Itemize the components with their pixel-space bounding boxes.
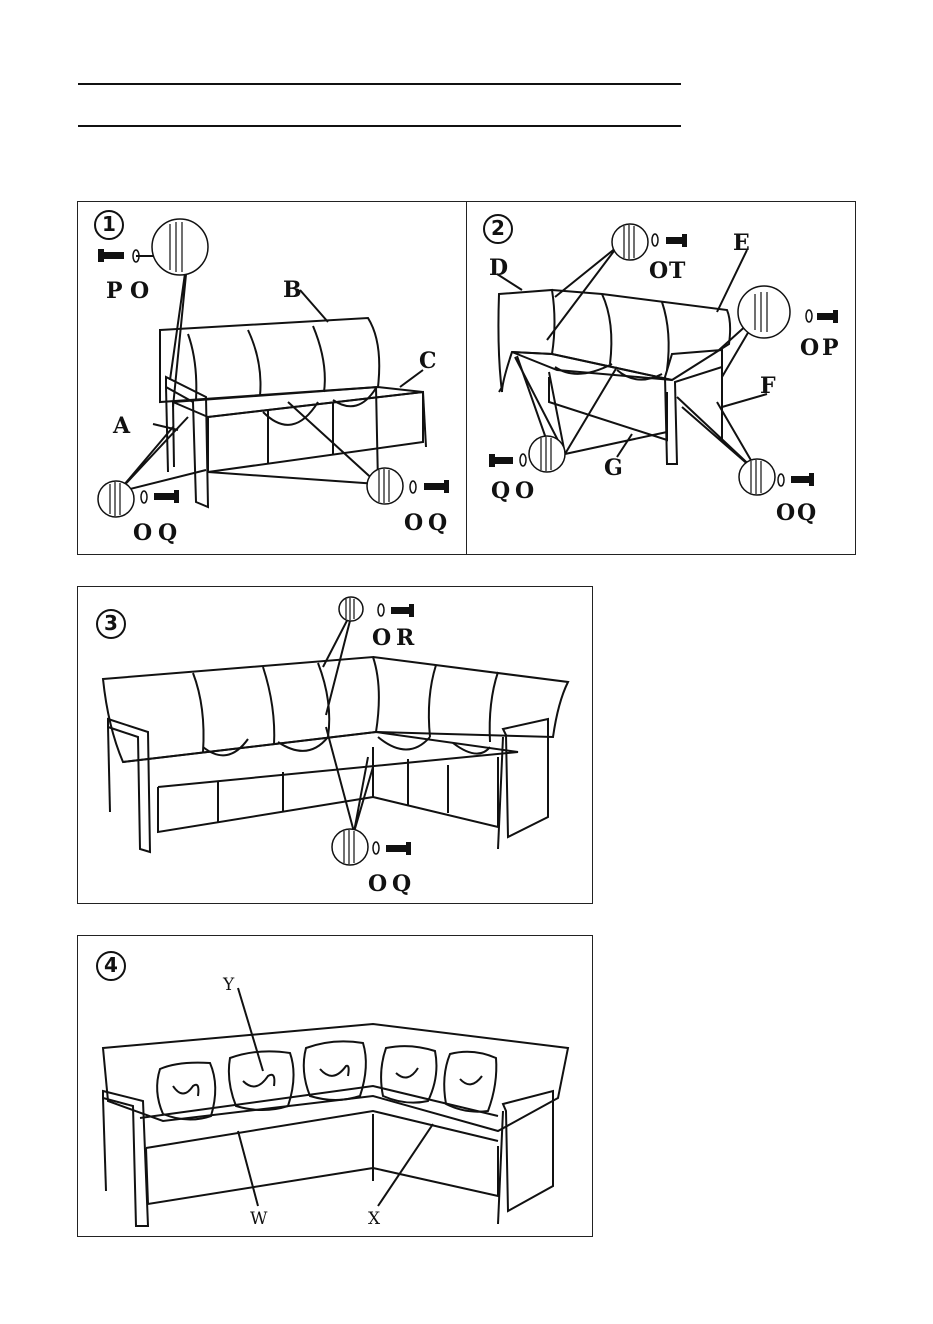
detail-circles: [78, 587, 594, 905]
step-4-panel: 4 Y W X: [77, 935, 593, 1237]
part-label-o: O: [368, 873, 387, 895]
part-label-q: Q: [491, 480, 510, 502]
header-rule-bottom: [78, 125, 681, 127]
part-label-q: Q: [428, 512, 447, 534]
part-label-p: P: [106, 280, 123, 302]
part-label-q: Q: [797, 502, 816, 524]
part-label-q: Q: [392, 873, 411, 895]
part-label-y: Y: [223, 974, 234, 996]
part-label-c: C: [419, 350, 437, 372]
part-label-f: F: [760, 375, 776, 397]
part-label-w: W: [250, 1208, 267, 1230]
part-label-r: R: [396, 627, 414, 649]
part-label-g: G: [604, 457, 623, 479]
part-label-o: O: [133, 522, 152, 544]
part-label-o: O: [130, 280, 149, 302]
part-label-p: P: [822, 337, 839, 359]
part-label-o: O: [800, 337, 819, 359]
header-rule-top: [78, 83, 681, 85]
detail-circles: [78, 202, 468, 556]
part-label-o: O: [372, 627, 391, 649]
step-2-panel: 2 D O T E O: [466, 201, 856, 555]
step-3-panel: 3 O R O Q: [77, 586, 593, 904]
cushioned-corner-sofa-illustration: [78, 936, 594, 1238]
step-1-panel: 1 P: [77, 201, 467, 555]
part-label-b: B: [283, 279, 302, 301]
part-label-d: D: [489, 257, 508, 279]
part-label-q: Q: [158, 522, 177, 544]
part-label-o: O: [404, 512, 423, 534]
part-label-o: O: [515, 480, 534, 502]
part-label-o: O: [776, 502, 795, 524]
part-label-e: E: [733, 232, 750, 254]
part-label-o: O: [649, 260, 668, 282]
part-label-t: T: [669, 260, 685, 282]
part-label-a: A: [113, 415, 130, 437]
part-label-x: X: [368, 1208, 380, 1230]
